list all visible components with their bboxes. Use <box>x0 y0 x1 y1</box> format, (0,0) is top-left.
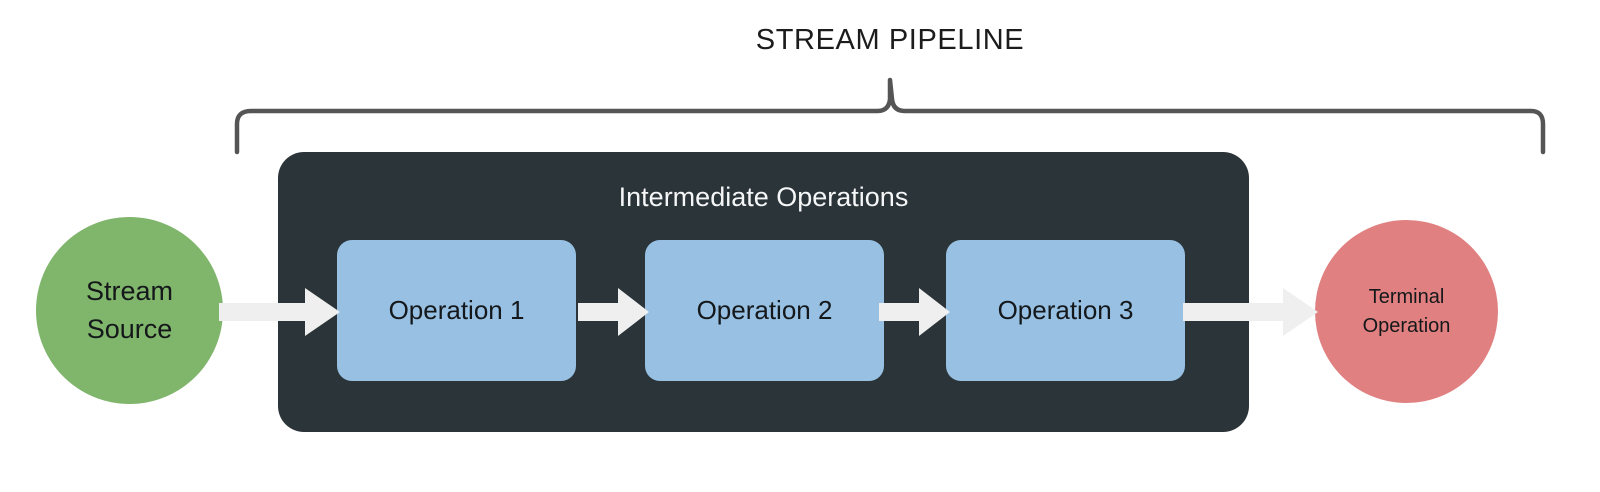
stream-source-node[interactable]: Stream Source <box>36 217 223 404</box>
arrow-source-to-operation-1 <box>219 287 341 337</box>
stream-source-label-line2: Source <box>86 313 173 344</box>
terminal-operation-label-line1: Terminal <box>1368 285 1445 308</box>
operation-3-label: Operation 3 <box>997 295 1134 325</box>
operation-1-label: Operation 1 <box>388 295 525 325</box>
right-arrow-icon <box>879 288 950 336</box>
arrow-operation-3-to-terminal <box>1183 287 1319 337</box>
operation-1-box[interactable]: Operation 1 <box>337 240 576 381</box>
operation-2-box[interactable]: Operation 2 <box>645 240 884 381</box>
terminal-operation-label-line2: Operation <box>1362 314 1451 337</box>
intermediate-operations-label: Intermediate Operations <box>618 182 909 212</box>
right-arrow-icon <box>1183 288 1318 336</box>
curly-brace-top <box>225 70 1555 165</box>
right-arrow-icon <box>578 288 649 336</box>
terminal-operation-node[interactable]: Terminal Operation <box>1315 220 1498 403</box>
curly-brace-icon <box>234 77 1546 155</box>
right-arrow-icon <box>219 288 340 336</box>
operation-2-label: Operation 2 <box>696 295 833 325</box>
arrow-operation-1-to-operation-2 <box>578 287 650 337</box>
arrow-operation-2-to-operation-3 <box>879 287 951 337</box>
operation-3-box[interactable]: Operation 3 <box>946 240 1185 381</box>
stream-source-label-line1: Stream <box>85 276 174 307</box>
page-title: STREAM PIPELINE <box>755 24 1025 56</box>
